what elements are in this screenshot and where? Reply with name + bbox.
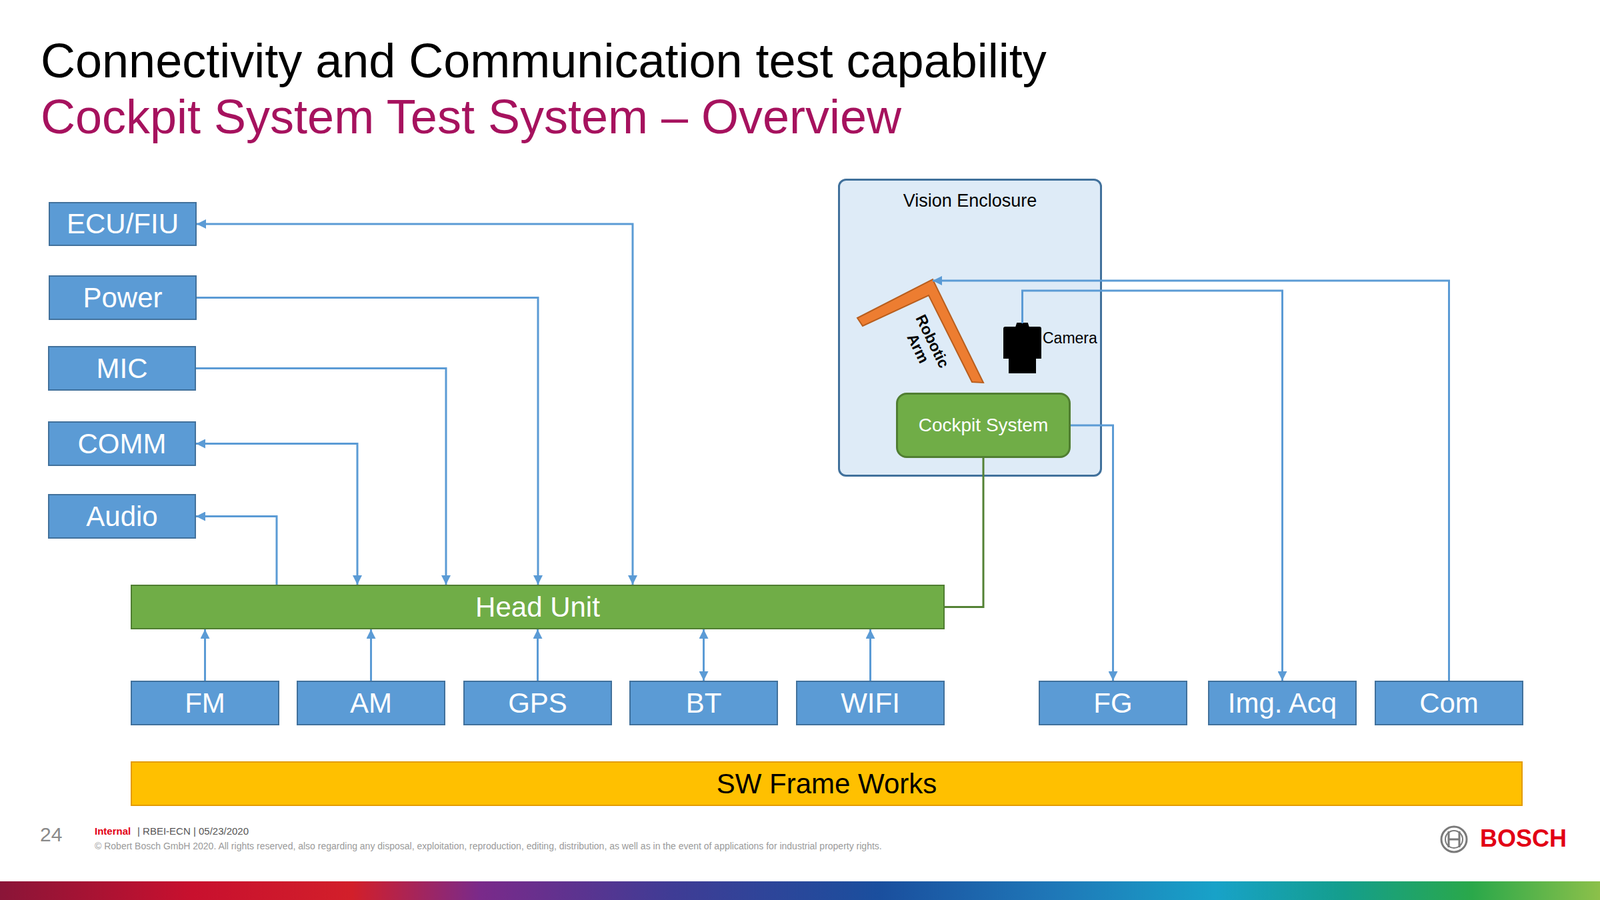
connector xyxy=(869,629,872,681)
node-label: COMM xyxy=(78,428,167,460)
module-box: FG xyxy=(1038,680,1188,726)
logo-armature xyxy=(1448,831,1460,848)
connector xyxy=(702,629,705,681)
page-number: 24 xyxy=(40,824,62,845)
connector xyxy=(196,516,277,586)
connector xyxy=(1022,290,1283,681)
module-box: BT xyxy=(629,680,778,726)
module-box: MIC xyxy=(48,346,196,391)
node-label: GPS xyxy=(508,687,568,720)
framework-bar: SW Frame Works xyxy=(130,761,1523,806)
connector xyxy=(944,458,984,608)
bosch-logo-symbol xyxy=(1438,824,1470,855)
color-stripe xyxy=(0,881,1600,900)
module-box: Audio xyxy=(48,494,196,539)
slide-title: Connectivity and Communication test capa… xyxy=(40,36,1047,85)
copyright-note: © Robert Bosch GmbH 2020. All rights res… xyxy=(94,841,882,851)
node-label: Audio xyxy=(86,500,158,533)
stripe-band xyxy=(0,881,1600,900)
camera-icon-shape xyxy=(1004,323,1041,373)
module-box: COMM xyxy=(48,421,196,466)
vision-enclosure: Vision EnclosureRobotic Arm CameraCockpit… xyxy=(838,178,1102,477)
footer-info: | RBEI-ECN | 05/23/2020 xyxy=(137,826,249,836)
node-label: Com xyxy=(1419,687,1479,720)
node-label: WIFI xyxy=(840,687,900,720)
node-label: FG xyxy=(1093,687,1132,720)
logo-ring xyxy=(1441,826,1467,852)
robotic-arm: Robotic Arm xyxy=(857,279,984,383)
slide-subtitle: Cockpit System Test System – Overview xyxy=(40,92,902,141)
module-box: GPS xyxy=(463,680,612,726)
connector xyxy=(536,629,539,681)
module-box: Img. Acq xyxy=(1208,680,1357,726)
module-box: WIFI xyxy=(796,680,945,726)
classification-tag: Internal xyxy=(94,826,131,836)
shape-outline xyxy=(1004,323,1041,358)
node-label: Img. Acq xyxy=(1228,687,1337,720)
connector xyxy=(1070,425,1114,681)
logo-inner-ring xyxy=(1445,830,1463,848)
connector xyxy=(196,444,358,586)
connector xyxy=(932,280,1450,681)
node-label: FM xyxy=(184,687,226,720)
brand-name: BOSCH xyxy=(1480,826,1567,851)
node-label: Power xyxy=(82,282,162,314)
connector xyxy=(196,224,633,585)
node-label: ECU/FIU xyxy=(66,208,179,240)
cockpit-system-box: Cockpit System xyxy=(896,392,1071,458)
node-label: AM xyxy=(350,687,392,720)
connector xyxy=(204,629,206,681)
module-box: Com xyxy=(1374,680,1524,726)
node-label: Camera xyxy=(1042,329,1098,348)
camera-icon: Camera xyxy=(1004,323,1041,373)
node-label: Cockpit System xyxy=(918,414,1049,436)
node-label: Head Unit xyxy=(475,591,600,624)
connector xyxy=(196,368,446,586)
node-label: SW Frame Works xyxy=(716,768,938,800)
node-label: BT xyxy=(686,687,722,720)
node-label: MIC xyxy=(96,352,148,385)
head-unit-bar: Head Unit xyxy=(130,584,945,630)
module-box: AM xyxy=(296,680,446,726)
shape-outline xyxy=(1009,358,1036,373)
connector xyxy=(196,298,538,586)
connector xyxy=(370,629,372,681)
module-box: Power xyxy=(48,275,197,320)
node-label: Vision Enclosure xyxy=(840,180,1100,212)
module-box: ECU/FIU xyxy=(48,202,197,246)
module-box: FM xyxy=(130,680,280,726)
